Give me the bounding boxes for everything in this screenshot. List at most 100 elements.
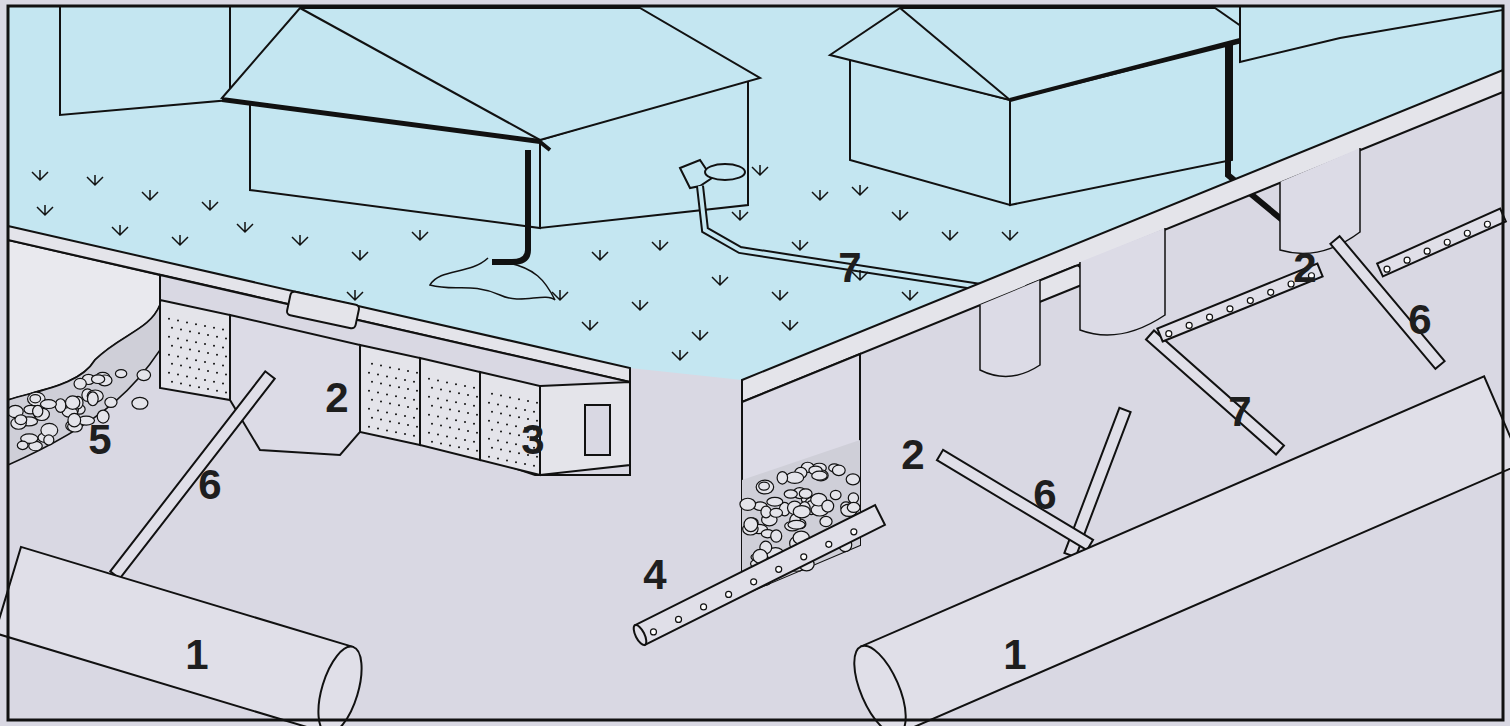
dot <box>186 375 188 377</box>
dot <box>455 401 457 403</box>
dot <box>524 463 526 465</box>
stone <box>767 497 783 506</box>
dot <box>464 421 466 423</box>
dot <box>389 366 391 368</box>
grate <box>286 291 359 329</box>
grass-tuft <box>792 240 808 250</box>
grass-tuft <box>352 250 368 260</box>
sewer-lateral <box>700 186 1000 290</box>
house <box>1240 6 1503 62</box>
dot <box>488 438 490 440</box>
stone <box>759 482 770 490</box>
stone <box>40 400 56 409</box>
pipe <box>1377 209 1506 277</box>
dot <box>500 449 502 451</box>
roof <box>222 8 760 140</box>
pipe <box>1146 331 1284 455</box>
perforation <box>1444 239 1450 245</box>
dot <box>368 426 370 428</box>
stone <box>68 413 81 427</box>
dot <box>440 389 442 391</box>
dot <box>180 347 182 349</box>
perforation <box>676 616 682 622</box>
grass-tuft <box>672 350 688 360</box>
dot <box>473 423 475 425</box>
dot <box>509 450 511 452</box>
grass-tuft <box>32 170 48 180</box>
stone <box>832 465 845 476</box>
dot <box>476 396 478 398</box>
callout-number: 3 <box>521 419 544 461</box>
dot <box>458 410 460 412</box>
dot <box>395 377 397 379</box>
dot <box>377 392 379 394</box>
dot <box>386 429 388 431</box>
dot <box>464 385 466 387</box>
dot <box>500 395 502 397</box>
dot <box>395 413 397 415</box>
dot <box>180 365 182 367</box>
dot <box>449 390 451 392</box>
dot <box>395 395 397 397</box>
dot <box>389 384 391 386</box>
stone <box>744 518 758 532</box>
dot <box>222 365 224 367</box>
stone <box>91 375 104 384</box>
toilet <box>705 164 745 180</box>
dot <box>404 379 406 381</box>
stone <box>33 405 43 417</box>
perforation <box>1404 257 1410 263</box>
dot <box>180 329 182 331</box>
dot <box>446 435 448 437</box>
dot <box>497 440 499 442</box>
dot <box>389 420 391 422</box>
grass-tuft <box>782 320 798 330</box>
perforation <box>1207 314 1213 320</box>
dot <box>204 325 206 327</box>
dot <box>216 390 218 392</box>
perforation <box>701 604 707 610</box>
dot <box>371 381 373 383</box>
callout-number: 5 <box>88 419 111 461</box>
dot <box>168 318 170 320</box>
dot <box>195 359 197 361</box>
house <box>60 6 230 115</box>
dot <box>449 444 451 446</box>
pipe <box>861 376 1510 726</box>
grass-tuft <box>942 230 958 240</box>
dot <box>395 431 397 433</box>
dot <box>458 446 460 448</box>
dot <box>455 419 457 421</box>
perforation <box>801 554 807 560</box>
dot <box>488 420 490 422</box>
dot <box>437 398 439 400</box>
callout-number: 4 <box>643 554 666 596</box>
catch-basin <box>230 315 360 455</box>
dot <box>404 433 406 435</box>
dot <box>380 419 382 421</box>
dot <box>177 320 179 322</box>
dot <box>207 388 209 390</box>
dot <box>213 363 215 365</box>
grass-tuft <box>292 235 308 245</box>
dot <box>371 399 373 401</box>
stone <box>846 474 860 485</box>
stone <box>65 396 79 409</box>
perforation <box>1247 298 1253 304</box>
grass-tuft <box>632 300 648 310</box>
dot <box>416 372 418 374</box>
roof-edge <box>300 8 540 140</box>
dot <box>171 381 173 383</box>
dot <box>386 393 388 395</box>
grass-tuft <box>712 275 728 285</box>
dot <box>180 383 182 385</box>
dot <box>428 396 430 398</box>
dot <box>431 405 433 407</box>
callout-number: 1 <box>1003 634 1026 676</box>
dot <box>506 441 508 443</box>
dot <box>467 448 469 450</box>
gutter <box>222 100 550 150</box>
dot <box>518 434 520 436</box>
dot <box>440 407 442 409</box>
curb-blocks <box>160 300 630 475</box>
